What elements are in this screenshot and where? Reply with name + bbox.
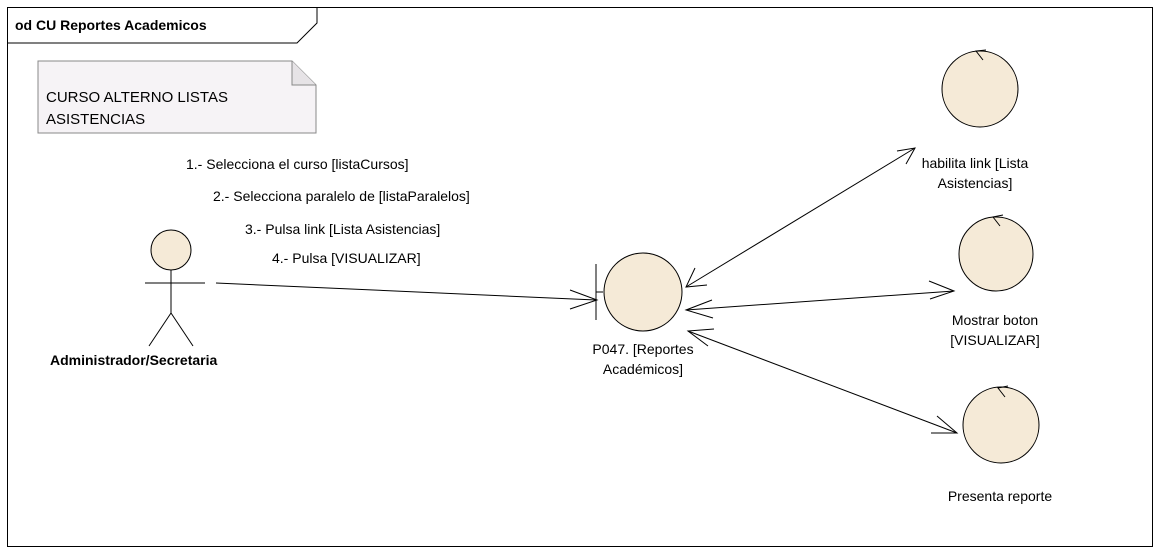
frame-title: od CU Reportes Academicos: [15, 17, 207, 33]
control-label-mostrar: Mostrar boton [VISUALIZAR]: [910, 310, 1080, 350]
boundary-label-line: P047. [Reportes: [592, 341, 694, 357]
note-line: CURSO ALTERNO LISTAS: [46, 89, 228, 106]
note-line: ASISTENCIAS: [46, 111, 146, 128]
arrowhead-presenta-control: [931, 415, 959, 434]
message-label: 3.- Pulsa link [Lista Asistencias]: [245, 221, 441, 237]
control-label-line: Presenta reporte: [947, 488, 1053, 504]
control-icon: [958, 214, 1034, 292]
message-label: 2.- Selecciona paralelo de [listaParalel…: [213, 188, 470, 204]
message-label: 4.- Pulsa [VISUALIZAR]: [272, 250, 421, 266]
control-label-habilita: habilita link [Lista Asistencias]: [880, 153, 1070, 193]
message-label: 1.- Selecciona el curso [listaCursos]: [186, 156, 409, 172]
arrowhead-boundary: [569, 289, 599, 310]
note-text: CURSO ALTERNO LISTAS ASISTENCIAS: [46, 87, 306, 131]
note-fold: [291, 61, 316, 86]
control-icon: [962, 385, 1040, 464]
control-icon: [941, 49, 1019, 128]
boundary-label-line: Académicos]: [602, 361, 684, 377]
frame-tab-outline: [7, 7, 318, 44]
actor-label: Administrador/Secretaria: [50, 352, 218, 368]
link-habilita: [685, 147, 916, 288]
link-mostrar: [685, 290, 955, 311]
control-label-line: habilita link [Lista: [921, 155, 1029, 171]
link-presenta: [687, 330, 958, 434]
actor-boundary-link: [215, 282, 597, 301]
note-shape: [37, 60, 317, 134]
control-label-line: Asistencias]: [937, 175, 1013, 191]
arrowhead-habilita-control: [896, 147, 916, 165]
arrowhead-habilita-boundary: [685, 267, 708, 288]
arrowhead-presenta-boundary: [686, 328, 715, 347]
actor-icon: [145, 229, 205, 347]
boundary-label: P047. [Reportes Académicos]: [558, 339, 728, 379]
control-label-presenta: Presenta reporte: [915, 486, 1085, 506]
control-label-line: [VISUALIZAR]: [950, 332, 1040, 348]
boundary-icon: [595, 252, 683, 332]
arrowhead-mostrar-control: [928, 280, 956, 300]
control-label-line: Mostrar boton: [951, 312, 1039, 328]
arrowhead-mostrar-boundary: [684, 299, 714, 319]
